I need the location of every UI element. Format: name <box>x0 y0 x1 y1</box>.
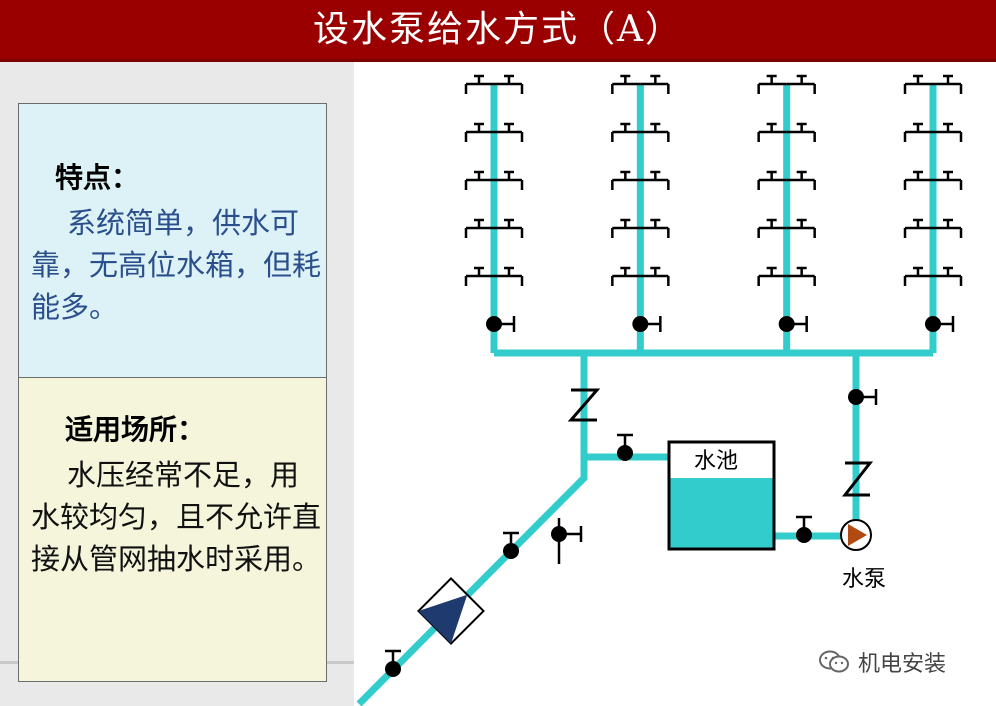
water-tank: 水池 <box>667 440 776 551</box>
valve-icon <box>848 389 878 405</box>
valve-icon <box>486 316 516 332</box>
water-meter <box>417 577 485 645</box>
faucet-icon <box>786 74 816 94</box>
inlet-pipe <box>356 353 588 706</box>
faucet-icon <box>903 122 933 142</box>
features-text: 系统简单，供水可靠，无高位水箱，但耗能多。 <box>31 206 322 324</box>
faucet-icon <box>494 218 524 238</box>
valve-icon <box>503 531 519 559</box>
faucets <box>464 74 963 286</box>
faucet-icon <box>786 170 816 190</box>
faucet-icon <box>903 74 933 94</box>
applicable-text: 水压经常不足，用水较均匀，且不允许直接从管网抽水时采用。 <box>31 458 322 576</box>
valve-icon <box>778 316 808 332</box>
faucet-icon <box>611 218 641 238</box>
watermark: 机电安装 <box>818 644 946 680</box>
faucet-icon <box>611 122 641 142</box>
faucet-icon <box>464 74 494 94</box>
faucet-icon <box>494 74 524 94</box>
faucet-icon <box>464 218 494 238</box>
valve-icon <box>385 649 401 677</box>
water-pump: 水泵 <box>840 519 886 592</box>
features-heading: 特点： <box>55 161 140 194</box>
faucet-icon <box>464 122 494 142</box>
valves <box>385 316 955 677</box>
faucet-icon <box>757 74 787 94</box>
faucet-icon <box>903 218 933 238</box>
faucet-icon <box>640 74 670 94</box>
faucet-icon <box>933 74 963 94</box>
faucet-icon <box>786 218 816 238</box>
faucet-icon <box>933 122 963 142</box>
wechat-icon <box>819 650 849 673</box>
tank-label: 水池 <box>694 449 738 474</box>
check-valve-icon <box>567 388 601 422</box>
title-bar: 设水泵给水方式（A） <box>0 0 996 62</box>
faucet-icon <box>786 266 816 286</box>
faucet-icon <box>757 218 787 238</box>
faucet-icon <box>464 170 494 190</box>
watermark-text: 机电安装 <box>858 652 947 677</box>
valve-icon <box>551 518 583 564</box>
faucet-icon <box>494 122 524 142</box>
valve-icon <box>617 433 633 461</box>
faucet-icon <box>640 218 670 238</box>
features-box: 特点： 系统简单，供水可靠，无高位水箱，但耗能多。 <box>18 103 327 378</box>
applicable-box: 适用场所： 水压经常不足，用水较均匀，且不允许直接从管网抽水时采用。 <box>18 377 327 682</box>
valve-icon <box>796 515 812 543</box>
tank-water <box>669 478 774 549</box>
risers <box>490 84 937 353</box>
pump-label: 水泵 <box>842 567 886 592</box>
faucet-icon <box>464 266 494 286</box>
meter-icon <box>418 594 468 644</box>
faucet-icon <box>611 266 641 286</box>
pump-arrow-icon <box>848 524 867 546</box>
faucet-icon <box>933 266 963 286</box>
faucet-icon <box>757 122 787 142</box>
faucet-icon <box>903 266 933 286</box>
faucet-icon <box>757 170 787 190</box>
page-title: 设水泵给水方式（A） <box>313 9 683 50</box>
faucet-icon <box>494 266 524 286</box>
faucet-icon <box>640 122 670 142</box>
water-supply-diagram: 水池 水泵 <box>356 74 963 706</box>
faucet-icon <box>933 170 963 190</box>
applicable-heading: 适用场所： <box>65 413 206 446</box>
faucet-icon <box>611 170 641 190</box>
faucet-icon <box>786 122 816 142</box>
faucet-icon <box>611 74 641 94</box>
valve-icon <box>925 316 955 332</box>
faucet-icon <box>903 170 933 190</box>
valve-icon <box>632 316 662 332</box>
faucet-icon <box>640 266 670 286</box>
faucet-icon <box>494 170 524 190</box>
faucet-icon <box>933 218 963 238</box>
check-valve-icon <box>841 461 874 497</box>
faucet-icon <box>757 266 787 286</box>
faucet-icon <box>640 170 670 190</box>
